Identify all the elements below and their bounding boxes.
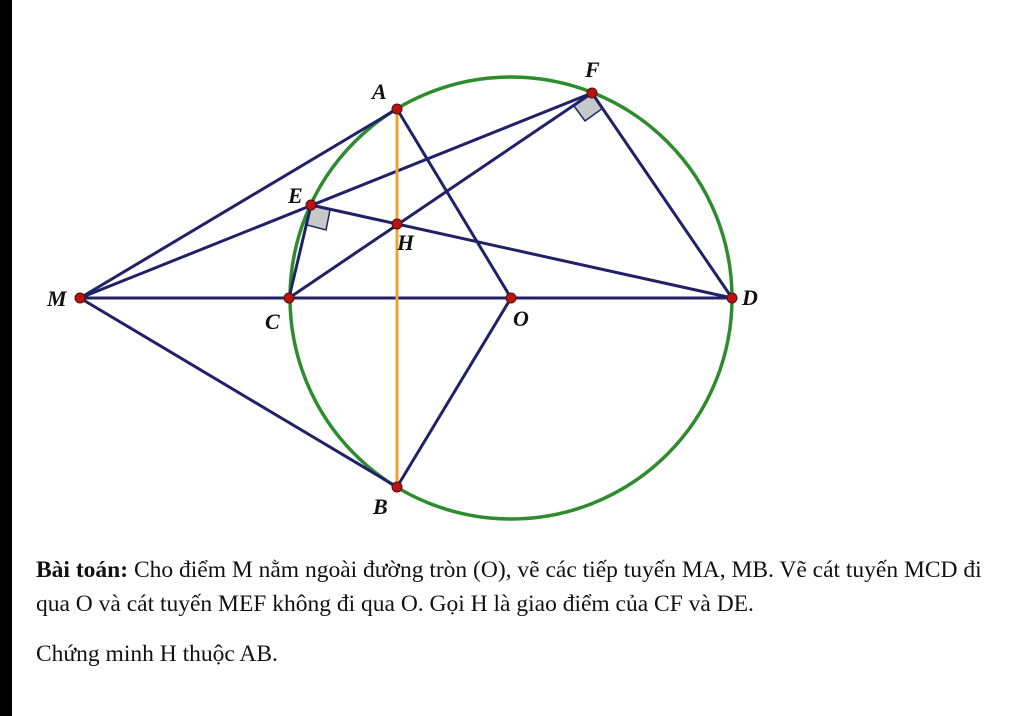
point-b	[391, 481, 403, 493]
segment-ob	[395, 296, 513, 489]
label-b: B	[372, 494, 388, 519]
segment-mb	[78, 296, 399, 489]
point-d	[726, 292, 738, 304]
left-border	[0, 0, 12, 716]
point-f	[586, 87, 598, 99]
point-a	[391, 103, 403, 115]
label-o: O	[513, 306, 529, 331]
point-e	[305, 199, 317, 211]
label-a: A	[370, 79, 387, 104]
problem-statement: Bài toán: Cho điểm M nằm ngoài đường trò…	[36, 553, 1011, 621]
label-h: H	[396, 230, 415, 255]
problem-heading: Bài toán:	[36, 557, 129, 583]
point-m	[74, 292, 86, 304]
segment-ec	[287, 203, 313, 300]
segment-ma	[78, 107, 399, 300]
segment-ao	[395, 107, 513, 300]
problem-task: Chứng minh H thuộc AB.	[36, 641, 278, 667]
segment-mf	[78, 91, 594, 300]
segment-ed	[309, 203, 734, 300]
geometry-figure: A B C D E F H M O	[46, 57, 758, 521]
point-h	[391, 218, 403, 230]
point-o	[505, 292, 517, 304]
segment-fd	[590, 91, 734, 300]
label-e: E	[287, 183, 303, 208]
label-c: C	[265, 309, 280, 334]
problem-body: Cho điểm M nằm ngoài đường tròn (O), vẽ …	[36, 557, 982, 617]
segment-cf	[287, 91, 594, 300]
label-d: D	[741, 285, 758, 310]
segments	[78, 91, 734, 489]
problem-text: Bài toán: Cho điểm M nằm ngoài đường trò…	[36, 553, 1011, 671]
label-f: F	[584, 57, 600, 82]
points	[74, 87, 738, 493]
point-c	[283, 292, 295, 304]
label-m: M	[46, 286, 68, 311]
